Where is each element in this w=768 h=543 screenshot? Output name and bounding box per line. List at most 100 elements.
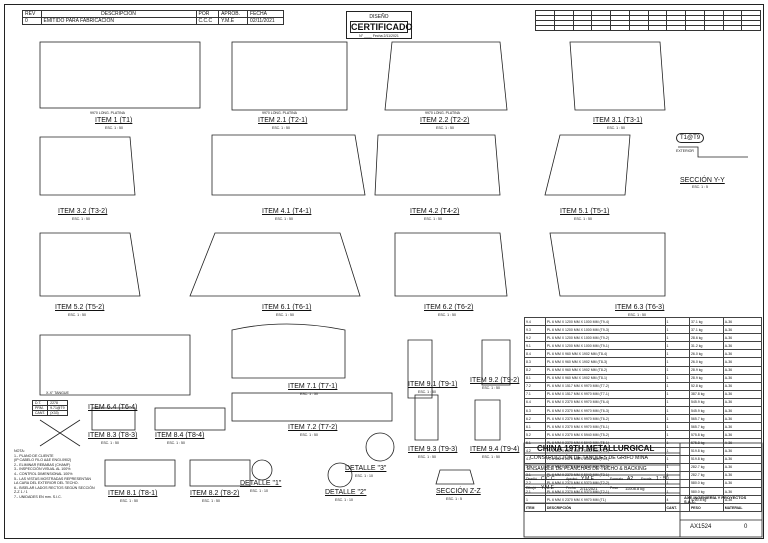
bom-cell: A-36 [722, 454, 763, 464]
bom-cell: PL 6 MM X 1200 MM X 1000 MM (T9-4) [544, 316, 666, 327]
item-scale: ESC. 1 : 50 [72, 217, 90, 221]
bom-cell: 1 [664, 389, 690, 399]
plate-t9-1 [407, 339, 433, 399]
bom-cell: PL 6 MM X 960 MM X 1902 MM (T8-3) [544, 357, 666, 367]
item-scale: ESC. 1 : 50 [120, 499, 138, 503]
bom-cell: A-36 [722, 478, 763, 488]
notes-title: NOTA: [14, 449, 25, 453]
bom-cell: PL 6 MM X 960 MM X 1902 MM (T8-1) [544, 373, 666, 383]
bom-cell: 1 [664, 349, 690, 359]
x-tangue-table: D.T.2278 PRM.9.71@T9 CANT.(X33) [31, 400, 68, 416]
bom-cell: 7.2 [524, 381, 546, 391]
section-exterior: EXTERIOR [676, 149, 694, 153]
plate-t5-1 [544, 134, 631, 196]
item-label: ITEM 6.3 (T6-3) [615, 304, 665, 311]
bom-footer-cell: PESO [688, 503, 724, 513]
bom-cell: A-36 [722, 349, 763, 359]
plate-t6-3 [549, 232, 666, 297]
platina-label: 9970 LONG. PLATINA [90, 111, 125, 115]
item-label: ITEM 7.1 (T7-1) [288, 383, 338, 390]
plate-t4-2 [374, 134, 501, 196]
bom-cell: 6.2 [524, 414, 546, 424]
company-logo-text: AXE INGENIERÍA Y PROYECTOS S.A.C. [684, 495, 747, 504]
item-label: ITEM 8.1 (T8-1) [108, 490, 158, 497]
item-scale: ESC. 1 : 50 [276, 313, 294, 317]
item-label: ITEM 3.1 (T3-1) [593, 117, 643, 124]
bom-cell: PL 6 MM X 2370 MM X 9970 MM (T6-4) [544, 397, 666, 408]
item-scale: ESC. 1 : 50 [438, 313, 456, 317]
item-scale: ESC. 1 : 50 [607, 126, 625, 130]
bom-cell: 52.8 kg [688, 381, 724, 391]
bom-cell: A-36 [722, 325, 763, 335]
item-label: ITEM 9.1 (T9-1) [408, 381, 458, 388]
bom-cell: 8.4 [524, 349, 546, 359]
project-name: CONSTRUCCIÓN DE TANQUES DE GRIFO MINA [530, 455, 648, 461]
bom-cell: A-36 [722, 462, 763, 472]
revision-number: 0 [744, 524, 748, 530]
note-line: Z-Z 1 / 1 [14, 490, 28, 495]
bom-cell: 1 [664, 430, 690, 440]
mini-cell: 9.71@T9 [47, 405, 68, 411]
section-zz-shape [435, 469, 475, 485]
bom-cell: A-36 [722, 365, 763, 375]
item-scale: ESC. 1 : 50 [105, 126, 123, 130]
bom-cell: 565.7 kg [688, 422, 724, 432]
item-scale: ESC. 1 : 50 [202, 499, 220, 503]
section-tag: T1@T9 [676, 133, 705, 143]
bom-cell: 575.8 kg [688, 430, 724, 440]
item-label: ITEM 2.1 (T2-1) [258, 117, 308, 124]
bom-cell: 6.1 [524, 422, 546, 432]
bom-cell: PL 6 MM X 2370 MM X 9970 MM (T6-2) [544, 414, 666, 424]
plate-t3-1 [569, 41, 666, 111]
item-scale: ESC. 1 : 50 [628, 313, 646, 317]
bom-cell: 8.2 [524, 365, 546, 375]
item-label: ITEM 6.1 (T6-1) [262, 304, 312, 311]
certificate-line: N° ____ Fecha 2/11/2021 [359, 34, 399, 38]
plate-t2-2 [384, 41, 508, 111]
bom-cell: A-36 [722, 357, 763, 367]
platina-label: 9970 LONG. PLATINA [425, 111, 460, 115]
client-name: CHINA 19TH METALLURGICAL [537, 444, 655, 453]
bom-cell: 28.9 kg [688, 365, 724, 375]
bom-cell: 282.7 kg [688, 470, 724, 480]
plate-t9-4 [474, 399, 501, 441]
bom-footer-cell: DESCRIPCIÓN [544, 503, 666, 513]
item-label: ITEM 4.1 (T4-1) [262, 208, 312, 215]
plate-t9-2 [481, 339, 511, 386]
bom-cell: 1 [664, 325, 690, 335]
plate-t8-2 [189, 459, 251, 487]
plano-number: AX1524 [690, 524, 712, 530]
bom-cell: 37.1 kg [688, 325, 724, 335]
bom-cell: 575.8 kg [688, 438, 724, 448]
bom-cell: 9.2 [524, 333, 546, 343]
bom-cell: 580.0 kg [688, 478, 724, 488]
rev-cell: EMITIDO PARA FABRICACIÓN [40, 17, 197, 25]
plate-t7-1 [231, 323, 346, 379]
bom-cell: 1 [664, 373, 690, 383]
plate-t9-3 [414, 394, 439, 441]
tb-value: 2/11/2021 [580, 486, 598, 491]
bom-cell: 5.2 [524, 430, 546, 440]
bom-cell: 6.4 [524, 397, 546, 408]
section-yy-profile [678, 146, 748, 158]
tb-label: Diseñó [526, 477, 537, 481]
bom-cell: 519.8 kg [688, 454, 724, 464]
certificate-top: DISEÑO [369, 14, 389, 20]
tb-value: Y.M.E [541, 485, 554, 491]
rev-cell: 02/11/2021 [247, 17, 284, 25]
x-tangue-cross [39, 419, 81, 447]
bom-cell: 387.8 kg [688, 389, 724, 399]
note-line: 7.- UNIDADES EN mm. S.I.C. [14, 494, 62, 499]
plate-t6-4 [39, 334, 191, 396]
plate-t3-2 [39, 136, 136, 196]
note-line: 3.- INSPECCIÓN VISUAL AL 100% [14, 467, 71, 472]
bom-cell: 1 [664, 438, 690, 448]
